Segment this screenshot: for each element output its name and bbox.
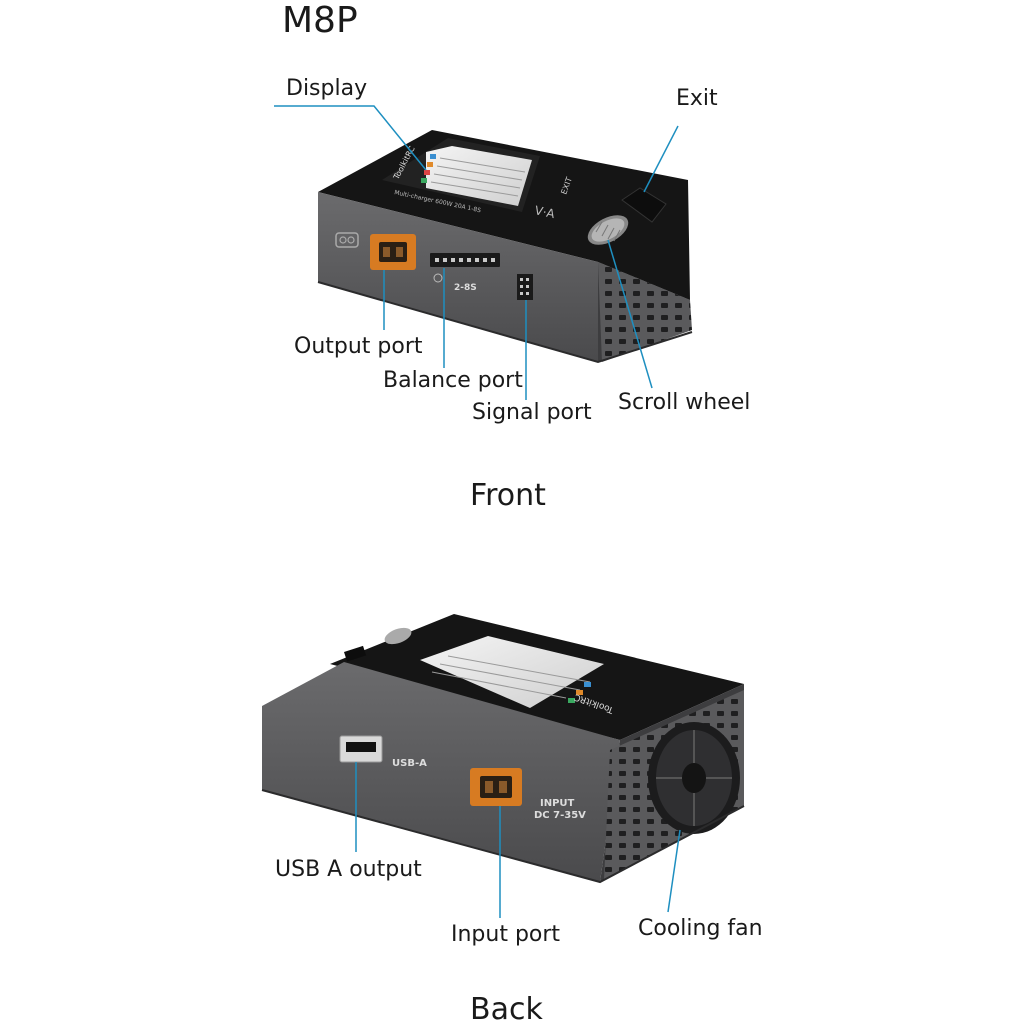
back-screen: ToolkitRC	[420, 636, 616, 715]
back-caption: Back	[470, 992, 543, 1027]
front-scroll-wheel	[587, 215, 629, 245]
back-scroll-wheel	[384, 627, 412, 645]
back-input-marking-1: INPUT	[540, 798, 575, 809]
signal-port-label: Signal port	[472, 400, 592, 425]
front-balance-marking: 2-8S	[454, 283, 477, 293]
front-output-port	[370, 234, 416, 270]
back-exit-button	[343, 645, 367, 662]
back-device: ToolkitRC USB-A INPUT DC 7-35V	[261, 614, 745, 884]
usb-a-output-label: USB A output	[275, 857, 422, 882]
back-usb-marking: USB-A	[392, 758, 427, 769]
cooling-fan-callout-line	[667, 829, 681, 913]
input-port-label: Input port	[451, 922, 561, 947]
exit-callout-line	[643, 125, 679, 193]
front-caption: Front	[470, 478, 546, 513]
balance-port-label: Balance port	[383, 368, 523, 393]
front-device: ToolkitRC Multi-charger 600W 20A 1-8S V·…	[317, 130, 693, 364]
product-title: M8P	[282, 0, 358, 41]
front-callout-lines	[274, 105, 679, 400]
scroll-wheel-callout-line	[607, 239, 653, 389]
display-callout-line	[274, 105, 427, 171]
output-port-label: Output port	[294, 334, 423, 359]
exit-label: Exit	[676, 86, 718, 111]
back-face	[262, 662, 620, 882]
front-signal-port	[517, 274, 533, 300]
front-balance-port: 2-8S	[430, 253, 500, 293]
display-label: Display	[286, 76, 368, 101]
front-screen-menu-icons	[421, 154, 436, 183]
back-callout-lines	[355, 762, 681, 918]
front-polarity-symbol	[335, 232, 359, 248]
back-input-marking-2: DC 7-35V	[534, 810, 586, 821]
back-usb-a-port: USB-A	[339, 735, 427, 769]
front-screen-menu-rows	[430, 157, 526, 197]
back-input-port: INPUT DC 7-35V	[470, 768, 586, 821]
cooling-fan-label: Cooling fan	[638, 916, 763, 941]
back-cooling-fan	[648, 722, 740, 834]
front-exit-button	[621, 187, 667, 223]
front-va-marking: V·A	[533, 203, 556, 221]
scroll-wheel-label: Scroll wheel	[618, 390, 751, 415]
